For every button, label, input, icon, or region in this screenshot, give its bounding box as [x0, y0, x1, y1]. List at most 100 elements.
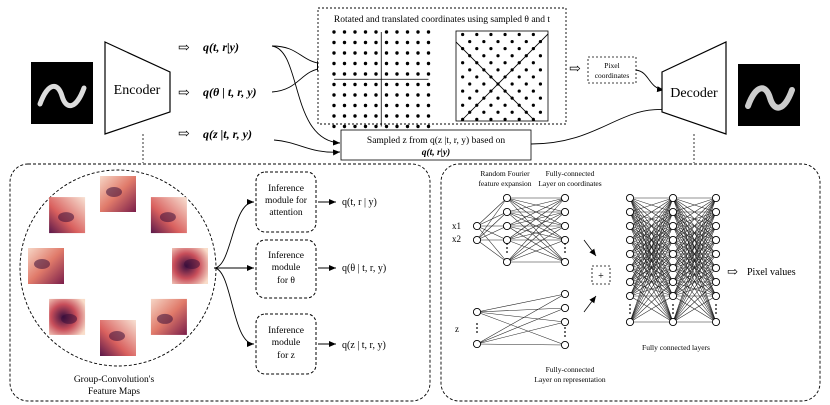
network-node	[625, 263, 635, 273]
grid-point	[475, 75, 479, 79]
network-edge	[629, 197, 674, 283]
grid-point	[475, 32, 479, 37]
network-node	[560, 289, 570, 299]
network-node	[668, 263, 678, 273]
ellipsis-dot	[564, 335, 566, 337]
ellipsis-dot	[715, 312, 717, 314]
network-node	[711, 291, 721, 301]
grid-point	[363, 93, 368, 97]
network-edge	[672, 197, 717, 241]
grid-point	[538, 39, 543, 44]
module-label: module	[272, 263, 301, 273]
grid-point	[538, 82, 543, 86]
module-label: for θ	[277, 275, 295, 286]
network-node	[560, 317, 570, 327]
grid-point	[342, 82, 347, 87]
ellipsis-dot	[476, 323, 478, 325]
grid-point	[384, 61, 389, 66]
network-node	[668, 207, 678, 217]
pixel-values-label: Pixel values	[747, 267, 796, 278]
fc-coords-label: Layer on coordinates	[538, 179, 601, 188]
network-edge	[672, 211, 717, 323]
grid-point	[374, 82, 378, 87]
network-edge	[672, 281, 717, 323]
network-node	[560, 235, 570, 245]
grid-point	[353, 72, 357, 76]
network-node	[625, 291, 635, 301]
grid-point	[524, 96, 528, 100]
grid-point	[416, 30, 420, 34]
module-output: q(θ | t, r, y)	[342, 263, 386, 274]
grid-point	[353, 51, 357, 55]
grid-point	[416, 82, 420, 87]
connector	[583, 239, 597, 257]
grid-point	[489, 32, 493, 37]
sampled-z-label: Sampled z from q(z |t, r, y) based on	[367, 135, 505, 146]
grid-point	[342, 61, 347, 66]
network-edge	[476, 293, 566, 313]
network-edge	[672, 197, 717, 323]
grid-point	[482, 39, 486, 44]
grid-point	[426, 114, 431, 118]
grid-point	[416, 51, 420, 55]
network-node	[625, 249, 635, 259]
grid-point	[489, 61, 493, 65]
network-edge	[672, 197, 717, 283]
module-label: attention	[269, 208, 302, 218]
grid-point	[353, 30, 357, 34]
network-edge	[629, 197, 674, 255]
input-image	[31, 62, 93, 124]
network-edge	[672, 267, 717, 323]
rff-label: Random Fourier	[480, 169, 530, 178]
network-node	[502, 207, 512, 217]
grid-point	[332, 103, 336, 108]
grid-point	[363, 30, 368, 34]
grid-point	[395, 114, 399, 118]
ellipsis-dot	[629, 308, 631, 310]
fc-layers-label: Fully connected layers	[642, 343, 710, 352]
grid-point	[531, 117, 535, 121]
decoder-detail-panel: Random Fourier feature expansion Fully-c…	[440, 163, 821, 402]
network-node	[711, 263, 721, 273]
grid-point	[353, 40, 357, 45]
network-node	[668, 193, 678, 203]
grid-point	[503, 47, 507, 51]
network-edge	[506, 225, 566, 263]
ellipsis-dot	[672, 304, 674, 306]
grid-point	[468, 96, 472, 100]
connector	[271, 65, 325, 93]
grid-point	[405, 61, 410, 66]
grid-point	[416, 61, 420, 66]
network-edge	[476, 239, 508, 263]
grid-point	[384, 30, 389, 34]
network-edge	[629, 239, 674, 297]
grid-point	[503, 89, 507, 93]
grid-point	[363, 72, 368, 76]
grid-point	[426, 51, 431, 55]
grid-point	[517, 117, 521, 121]
grid-point	[538, 68, 543, 72]
module-output: q(t, r | y)	[342, 197, 377, 208]
connector	[271, 45, 341, 146]
grid-point	[353, 93, 357, 97]
network-edge	[476, 343, 566, 346]
grid-point	[482, 82, 486, 86]
arrow-icon: ⇨	[569, 62, 581, 77]
grid-point	[374, 51, 378, 55]
grid-point	[395, 40, 399, 45]
connector	[213, 267, 255, 347]
input-z-label: z	[455, 324, 459, 334]
network-node	[711, 193, 721, 203]
grid-point	[332, 114, 336, 118]
network-edge	[629, 197, 674, 297]
pixel-coords-label: coordinates	[595, 71, 630, 80]
grid-point	[489, 47, 493, 51]
grid-point	[524, 68, 528, 72]
grid-point	[538, 96, 543, 100]
grid-point	[503, 32, 507, 37]
network-node	[711, 277, 721, 287]
grid-point	[384, 72, 389, 76]
grid-point	[395, 103, 399, 108]
feature-map-blob	[58, 212, 75, 223]
network-edge	[629, 281, 674, 323]
